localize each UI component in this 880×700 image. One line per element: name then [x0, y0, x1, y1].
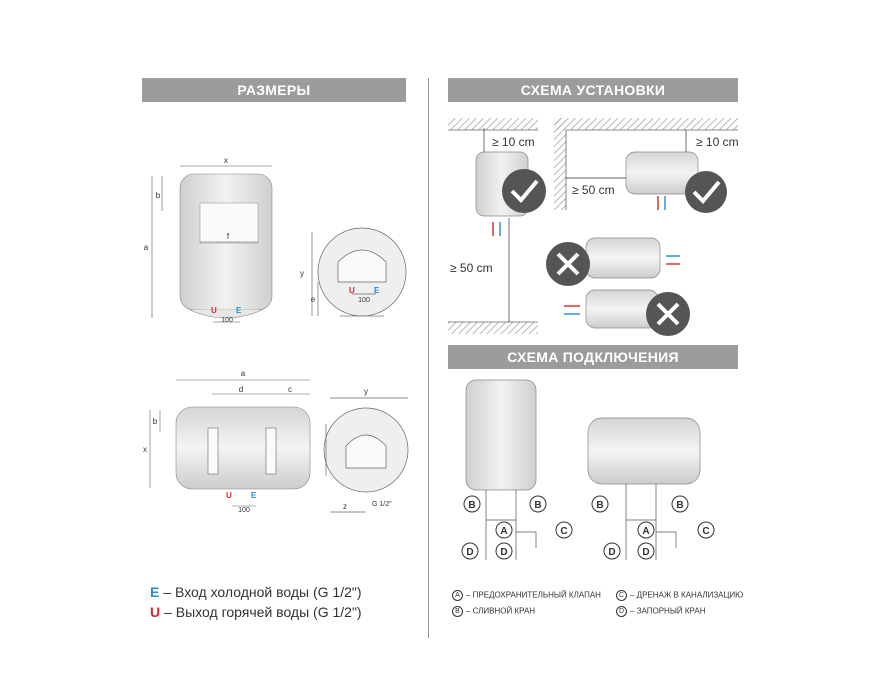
letter-a: A [500, 526, 507, 537]
caption-c-text: – ДРЕНАЖ В КАНАЛИЗАЦИЮ [630, 590, 744, 600]
install-gap-top-2: ≥ 10 cm [696, 135, 739, 149]
dim-100-side: 100 [358, 297, 370, 304]
dim-a-horizontal: a [241, 369, 246, 378]
dim-x-vertical: x [224, 156, 228, 165]
dim-100-vertical: 100 [221, 317, 233, 324]
caption-a-code: A [452, 590, 463, 601]
caption-d-text: – ЗАПОРНЫЙ КРАН [630, 606, 706, 616]
caption-b-code: B [452, 606, 463, 617]
legend-hot-code: U [150, 604, 161, 620]
port-u-horizontal: U [226, 491, 232, 500]
vertical-heater-side [311, 227, 407, 317]
caption-d-code: D [616, 606, 627, 617]
dim-e-vertical: e [311, 295, 316, 304]
caption-a: A– ПРЕДОХРАНИТЕЛЬНЫЙ КЛАПАН [452, 590, 601, 601]
horizontal-heater-side [323, 397, 409, 513]
check-mark-icon [502, 169, 546, 213]
letter-d: D [608, 547, 615, 558]
caption-a-text: – ПРЕДОХРАНИТЕЛЬНЫЙ КЛАПАН [466, 590, 601, 600]
horizontal-heater-front [149, 379, 311, 507]
dim-b-horizontal: b [153, 417, 158, 426]
letter-d: D [466, 547, 473, 558]
dim-y-horizontal: y [364, 387, 368, 396]
caption-b: B– СЛИВНОЙ КРАН [452, 606, 535, 617]
dim-d-horizontal: d [239, 385, 243, 394]
cross-mark-icon [646, 292, 690, 336]
caption-c-code: C [616, 590, 627, 601]
legend-cold-text: – Вход холодной воды (G 1/2") [163, 584, 362, 600]
letter-c: C [702, 526, 709, 537]
dim-c-horizontal: c [288, 385, 292, 394]
caption-d: D– ЗАПОРНЫЙ КРАН [616, 606, 705, 617]
letter-b: B [676, 500, 683, 511]
dim-100-horizontal: 100 [238, 507, 250, 514]
install-horizontal-heater-ok [566, 130, 699, 210]
install-gap-floor: ≥ 50 cm [450, 261, 493, 275]
port-u-vertical: U [211, 306, 217, 315]
legend-cold-code: E [150, 584, 160, 600]
legend-cold: E– Вход холодной воды (G 1/2") [150, 584, 362, 600]
sizes-header: РАЗМЕРЫ [142, 78, 406, 102]
connect-vertical-tank [465, 379, 537, 560]
letter-a: A [642, 526, 649, 537]
install-wrong-2 [564, 289, 659, 329]
legend-hot: U– Выход горячей воды (G 1/2") [150, 604, 362, 620]
connect-horizontal-tank [587, 417, 701, 560]
connect-letters-vertical [461, 495, 573, 560]
letter-c: C [560, 526, 567, 537]
port-u-side: U [349, 286, 355, 295]
letter-b: B [596, 500, 603, 511]
connect-letters-horizontal [591, 495, 715, 560]
letter-d: D [500, 547, 507, 558]
port-e-vertical: E [236, 306, 242, 315]
dim-y-vertical: y [300, 269, 304, 278]
cross-mark-icon [546, 242, 590, 286]
letter-b: B [468, 500, 475, 511]
port-e-side: E [374, 286, 380, 295]
caption-b-text: – СЛИВНОЙ КРАН [466, 606, 536, 616]
check-mark-icon [685, 171, 727, 213]
dim-b-vertical: b [156, 191, 161, 200]
install-gap-top: ≥ 10 cm [492, 135, 535, 149]
vertical-heater-front [151, 165, 273, 323]
letter-b: B [534, 500, 541, 511]
install-wrong-1 [585, 237, 680, 279]
dim-x-horizontal: x [143, 445, 147, 454]
letter-d: D [642, 547, 649, 558]
dim-z-horizontal: z [343, 502, 347, 511]
dim-thread: G 1/2" [372, 501, 392, 508]
dim-f-vertical: f [227, 232, 230, 241]
install-header: СХЕМА УСТАНОВКИ [448, 78, 738, 102]
install-gap-side: ≥ 50 cm [572, 183, 615, 197]
install-walls [448, 118, 738, 334]
install-vertical-heater [475, 128, 529, 322]
legend-hot-text: – Выход горячей воды (G 1/2") [164, 604, 362, 620]
column-divider [428, 78, 429, 638]
caption-c: C– ДРЕНАЖ В КАНАЛИЗАЦИЮ [616, 590, 743, 601]
port-e-horizontal: E [251, 491, 257, 500]
connect-header: СХЕМА ПОДКЛЮЧЕНИЯ [448, 345, 738, 369]
dim-a-vertical: a [144, 243, 149, 252]
